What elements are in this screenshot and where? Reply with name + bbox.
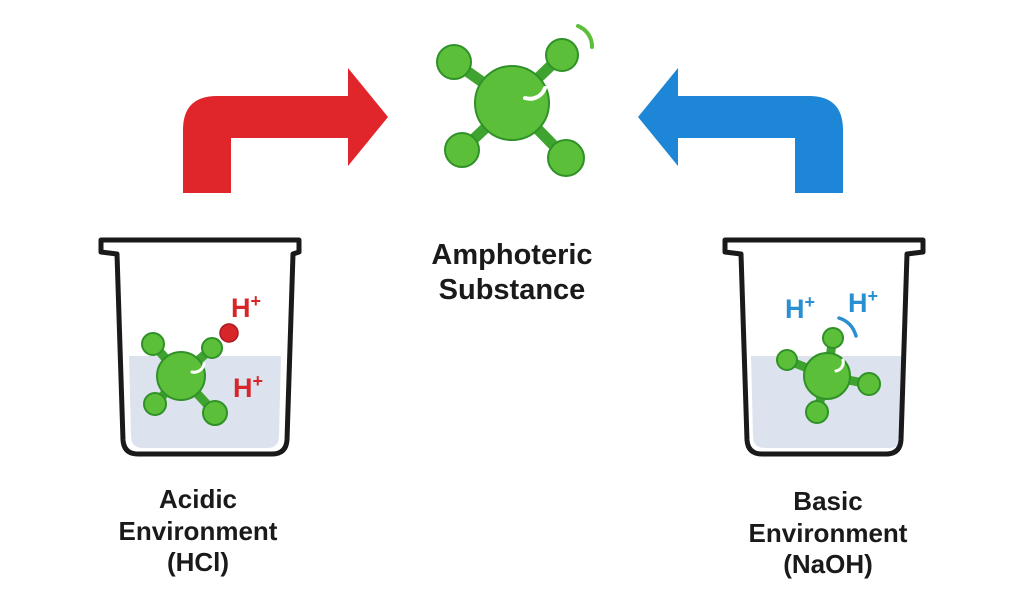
- amphoteric-molecule-icon: [436, 24, 595, 177]
- acidic-environment-label: Acidic Environment (HCl): [78, 484, 318, 579]
- center-label-line-2: Substance: [438, 274, 586, 307]
- acid-label-line-2: Environment: [118, 515, 278, 546]
- acid-label-line-3: (HCl): [166, 547, 230, 578]
- base-proton-arc: [837, 316, 858, 338]
- base-beaker-outline: [722, 237, 926, 457]
- acid-label-line-1: Acidic: [158, 484, 238, 514]
- base-label-line-1: Basic: [793, 486, 863, 516]
- acid-molecule-icon: [141, 332, 228, 426]
- acidic-beaker: H+ H+: [98, 237, 302, 457]
- basic-beaker: H+ H+: [722, 237, 926, 457]
- acid-ion-top: H+: [231, 291, 261, 323]
- base-ion-left: H+: [785, 292, 815, 324]
- base-label-line-2: Environment: [748, 517, 908, 548]
- acid-beaker-outline: [98, 237, 302, 457]
- amphoteric-substance-label: Amphoteric Substance: [362, 238, 662, 309]
- acid-proton-dot: [219, 323, 239, 343]
- base-label-line-3: (NaOH): [783, 549, 873, 580]
- base-molecule-icon: [776, 327, 881, 424]
- base-ion-right: H+: [848, 286, 878, 318]
- acid-arrow: [183, 68, 388, 193]
- basic-environment-label: Basic Environment (NaOH): [708, 486, 948, 581]
- center-label-line-1: Amphoteric: [431, 239, 593, 271]
- base-arrow: [638, 68, 843, 193]
- acid-ion-bottom: H+: [233, 371, 263, 403]
